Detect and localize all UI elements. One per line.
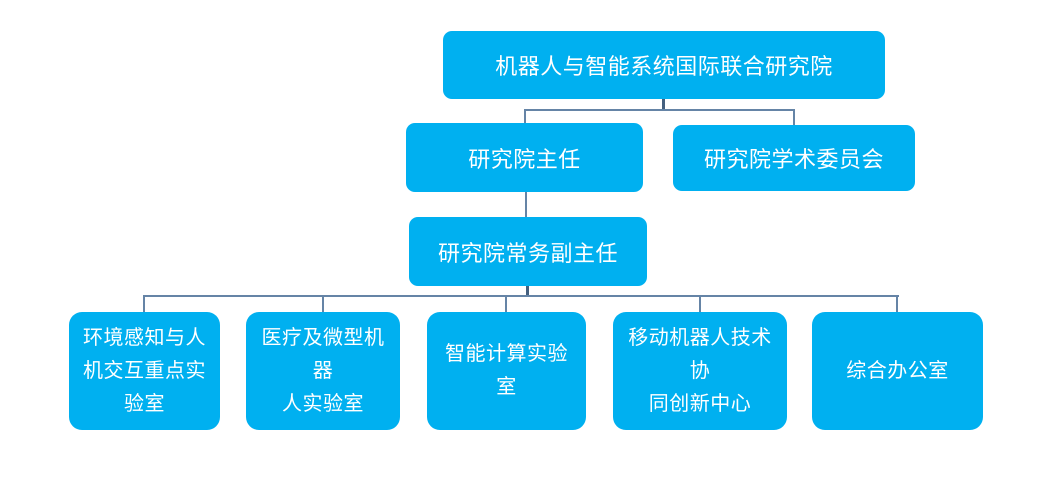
org-node-executive-deputy-director: 研究院常务副主任 bbox=[409, 217, 647, 286]
connector-level4-drop-1 bbox=[143, 295, 145, 312]
connector-deputy-stub bbox=[526, 286, 529, 297]
org-node-institute: 机器人与智能系统国际联合研究院 bbox=[443, 31, 885, 99]
connector-level4-drop-4 bbox=[699, 295, 701, 312]
connector-root-stub bbox=[662, 99, 665, 110]
org-node-environment-perception-hci-lab: 环境感知与人 机交互重点实 验室 bbox=[69, 312, 220, 430]
connector-level4-drop-2 bbox=[322, 295, 324, 312]
connector-level2-drop-director bbox=[524, 109, 526, 123]
org-node-mobile-robot-innovation-center: 移动机器人技术协 同创新中心 bbox=[613, 312, 787, 430]
org-node-intelligent-computing-lab: 智能计算实验室 bbox=[427, 312, 586, 430]
connector-director-deputy bbox=[525, 192, 527, 217]
org-node-director: 研究院主任 bbox=[406, 123, 643, 192]
org-node-general-office: 综合办公室 bbox=[812, 312, 983, 430]
connector-level4-drop-3 bbox=[505, 295, 507, 312]
org-node-academic-committee: 研究院学术委员会 bbox=[673, 125, 915, 191]
connector-level4-drop-5 bbox=[896, 295, 898, 312]
connector-level2-rail bbox=[524, 109, 795, 111]
org-node-medical-micro-robot-lab: 医疗及微型机器 人实验室 bbox=[246, 312, 400, 430]
connector-level2-drop-committee bbox=[793, 109, 795, 125]
connector-level4-rail bbox=[143, 295, 899, 297]
